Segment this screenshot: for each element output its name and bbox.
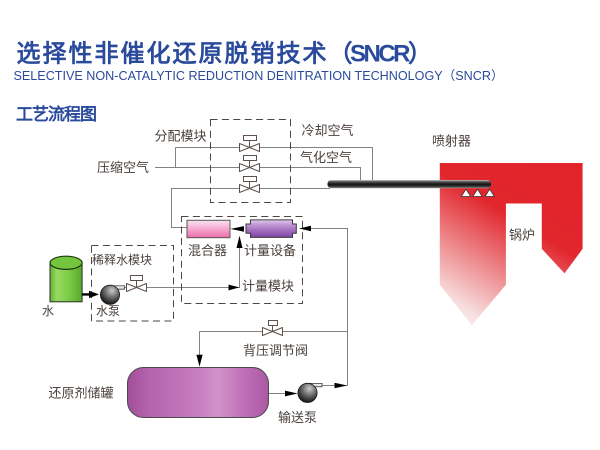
svg-text:气化空气: 气化空气 (300, 150, 352, 165)
svg-text:工艺流程图: 工艺流程图 (16, 104, 96, 124)
svg-text:选择性非催化还原脱销技术（SNCR）: 选择性非催化还原脱销技术（SNCR） (17, 40, 430, 68)
svg-text:压缩空气: 压缩空气 (97, 160, 149, 175)
svg-text:计量模块: 计量模块 (242, 279, 294, 294)
svg-text:锅炉: 锅炉 (509, 228, 535, 243)
svg-text:还原剂储罐: 还原剂储罐 (48, 386, 113, 401)
svg-text:喷射器: 喷射器 (432, 134, 471, 149)
svg-text:水: 水 (42, 304, 54, 318)
svg-text:冷却空气: 冷却空气 (301, 123, 353, 138)
svg-text:背压调节阀: 背压调节阀 (243, 343, 308, 358)
svg-text:水泵: 水泵 (96, 304, 120, 318)
svg-text:计量设备: 计量设备 (244, 243, 296, 258)
svg-text:SELECTIVE NON-CATALYTIC REDUCT: SELECTIVE NON-CATALYTIC REDUCTION DENITR… (14, 69, 504, 83)
svg-text:分配模块: 分配模块 (154, 129, 206, 144)
svg-text:输送泵: 输送泵 (278, 410, 317, 425)
svg-text:混合器: 混合器 (188, 243, 227, 258)
svg-text:稀释水模块: 稀释水模块 (92, 253, 152, 267)
